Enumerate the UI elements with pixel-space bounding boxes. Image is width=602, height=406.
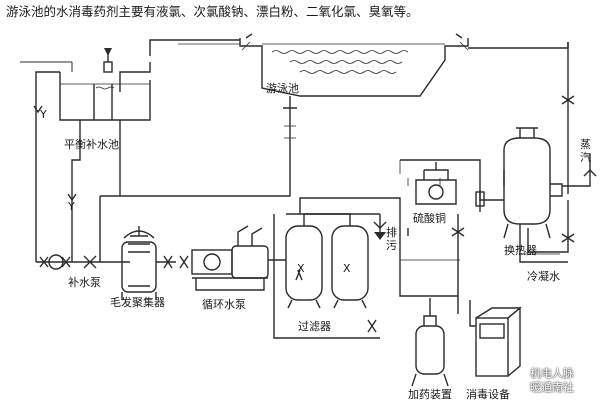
balance-tank-label: 平衡补水池 xyxy=(64,138,119,151)
filter-1-x: X xyxy=(297,262,305,275)
copper-sulfate-label: 硫酸铜 xyxy=(413,212,446,225)
heat-exchanger-label: 换热器 xyxy=(504,244,537,257)
hair-collector-label: 毛发聚集器 xyxy=(110,296,165,309)
disinfection-equipment-label: 消毒设备 xyxy=(466,388,510,401)
circulation-pump-body xyxy=(191,225,269,291)
y-marker-top: Y xyxy=(40,108,47,121)
valve-2 xyxy=(163,255,173,269)
disinfection-equipment-cabinet xyxy=(475,306,522,377)
hair-collector-body xyxy=(121,226,176,300)
dosing-device-label: 加药装置 xyxy=(408,388,452,401)
filter-2-x: X xyxy=(343,262,351,275)
condensate-line xyxy=(519,240,568,263)
pool-return-line xyxy=(120,140,291,197)
makeup-pump-body xyxy=(48,254,64,270)
makeup-pump-label: 补水泵 xyxy=(68,276,101,289)
watermark-line-1: 机电人脉 xyxy=(530,367,574,380)
pool-label: 游泳池 xyxy=(266,82,299,95)
filter-tanks xyxy=(285,213,380,309)
valve-1 xyxy=(39,256,49,268)
steam-line xyxy=(562,154,591,187)
circulation-pump-label: 循环水泵 xyxy=(202,298,246,311)
heat-exchanger-vessel xyxy=(503,127,563,240)
steam-label: 蒸汽 xyxy=(580,138,591,164)
y-marker-bottom: Y xyxy=(68,200,75,213)
copper-sulfate-tank xyxy=(415,162,457,205)
dosing-device-tank xyxy=(411,308,449,387)
condensate-label: 冷凝水 xyxy=(527,270,560,283)
diagram-caption: 游泳池的水消毒药剂主要有液氯、次氯酸钠、漂白粉、二氧化氯、臭氧等。 xyxy=(6,4,419,19)
backwash-line xyxy=(273,214,380,339)
pool-basin xyxy=(239,33,469,97)
pool-bottom-drain xyxy=(283,96,297,112)
overflow-line-a xyxy=(149,39,240,56)
drain-label: 排污 xyxy=(386,226,397,252)
balance-tank xyxy=(20,48,151,121)
filters-label: 过滤器 xyxy=(298,320,331,333)
makeup-inlet-line xyxy=(35,71,60,262)
watermark-line-2: 暖通南社 xyxy=(530,381,574,394)
